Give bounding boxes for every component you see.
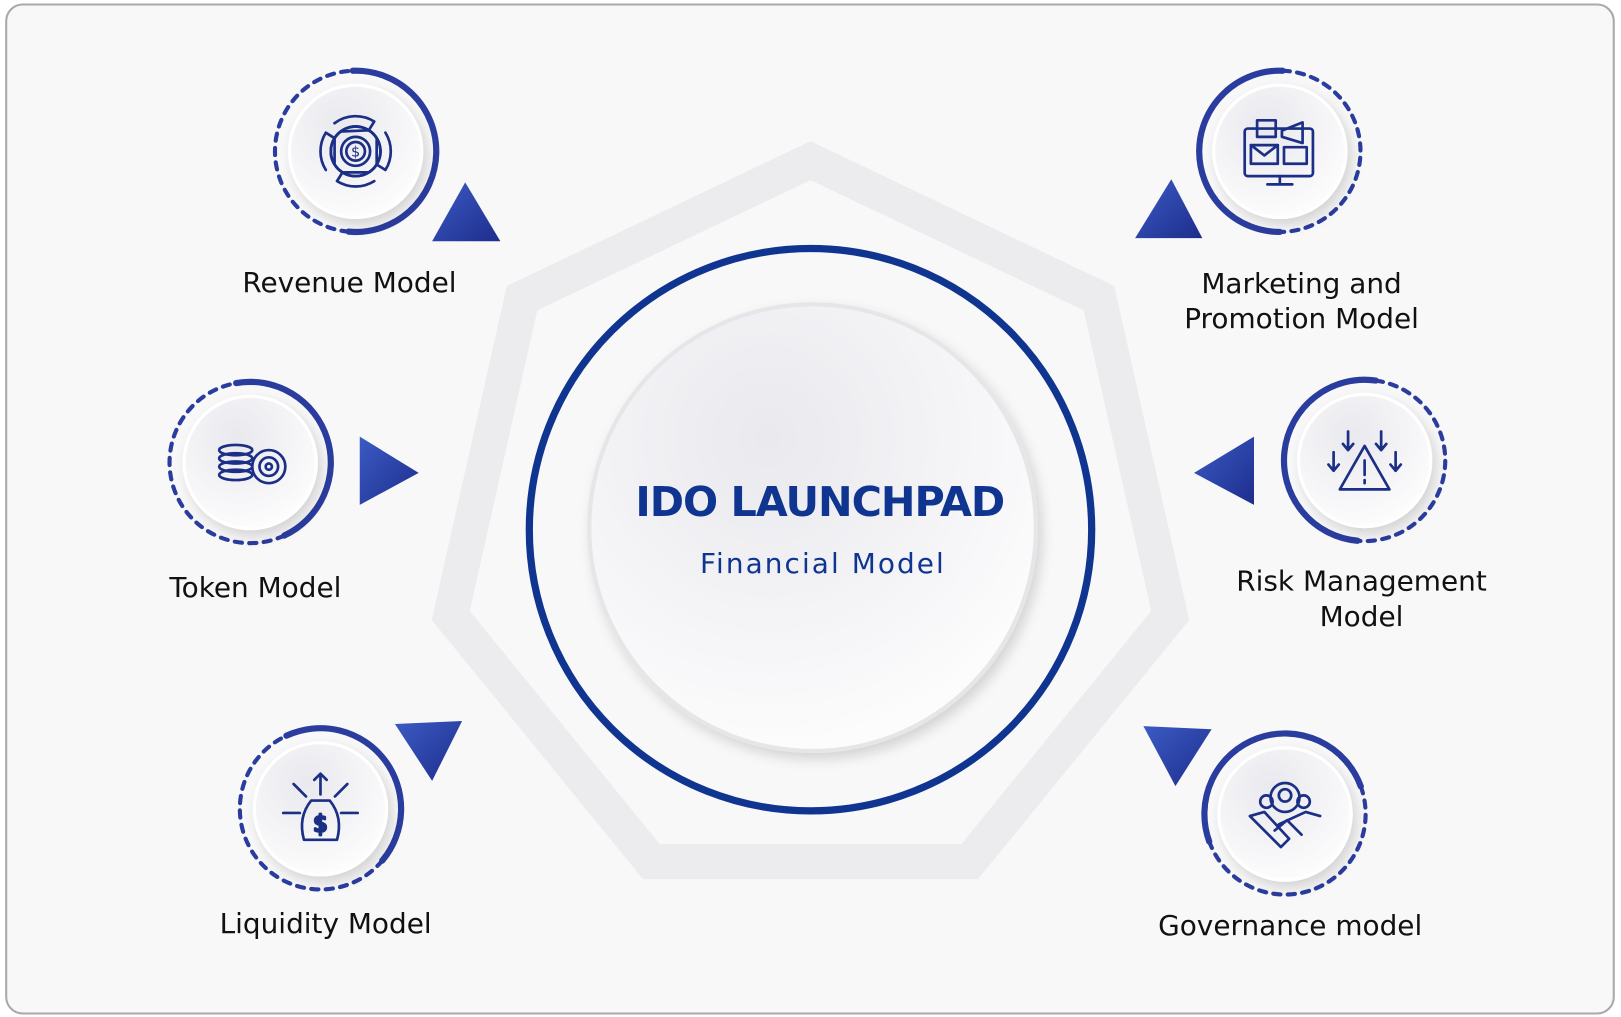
node-label: Marketing and	[1201, 267, 1401, 300]
heptagon-band	[431, 141, 1190, 880]
node-label: Liquidity Model	[220, 907, 432, 940]
dashed-ring	[237, 733, 385, 892]
pointer-triangle-icon	[394, 720, 463, 781]
icon-disc	[1217, 746, 1353, 882]
solid-arc	[233, 378, 334, 539]
icon-disc	[287, 83, 424, 220]
pointer-triangle-icon	[1143, 726, 1212, 787]
node-governance: Governance model	[1143, 726, 1422, 942]
revenue-cycle-dollar-icon: $	[319, 114, 393, 188]
pointer-triangle-icon	[359, 436, 419, 505]
node-label: Token Model	[168, 571, 341, 604]
dashed-ring	[167, 381, 287, 546]
center-title: IDO LAUNCHPAD	[635, 478, 1004, 526]
node-label: Risk Management	[1236, 565, 1487, 598]
svg-text:$: $	[351, 144, 360, 160]
pointer-triangle-icon	[1194, 436, 1255, 505]
node-liquidity: $ Liquidity Model	[220, 720, 463, 940]
icon-disc	[252, 741, 389, 877]
solid-arc	[345, 67, 440, 236]
money-bag-arrows-icon: $	[281, 772, 360, 842]
dashed-ring	[1207, 784, 1368, 897]
dashed-ring	[1277, 68, 1363, 235]
svg-text:$: $	[313, 812, 327, 838]
warning-arrows-icon	[1327, 430, 1403, 491]
coins-token-icon	[217, 443, 287, 485]
icon-disc	[1212, 83, 1348, 220]
monitor-megaphone-icon	[1243, 118, 1315, 186]
center-disc	[587, 302, 1038, 753]
center-subtitle: Financial Model	[700, 547, 946, 580]
solid-arc	[1201, 730, 1364, 845]
center-ring	[525, 244, 1096, 815]
solid-arc	[1196, 67, 1286, 236]
node-label: Revenue Model	[242, 266, 456, 299]
node-token: Token Model	[167, 378, 419, 604]
icon-disc	[182, 394, 318, 531]
pointer-triangle-icon	[1135, 179, 1203, 239]
solid-arc	[1280, 376, 1379, 544]
node-label: Governance model	[1158, 909, 1422, 942]
node-label: Model	[1320, 600, 1404, 633]
dashed-ring	[272, 68, 355, 234]
solid-arc	[283, 725, 405, 864]
dashed-ring	[1355, 378, 1448, 544]
pointer-triangle-icon	[432, 182, 501, 242]
node-label: Promotion Model	[1184, 302, 1419, 335]
node-revenue: $ Revenue Model	[242, 67, 501, 299]
handshake-people-icon	[1248, 781, 1322, 849]
